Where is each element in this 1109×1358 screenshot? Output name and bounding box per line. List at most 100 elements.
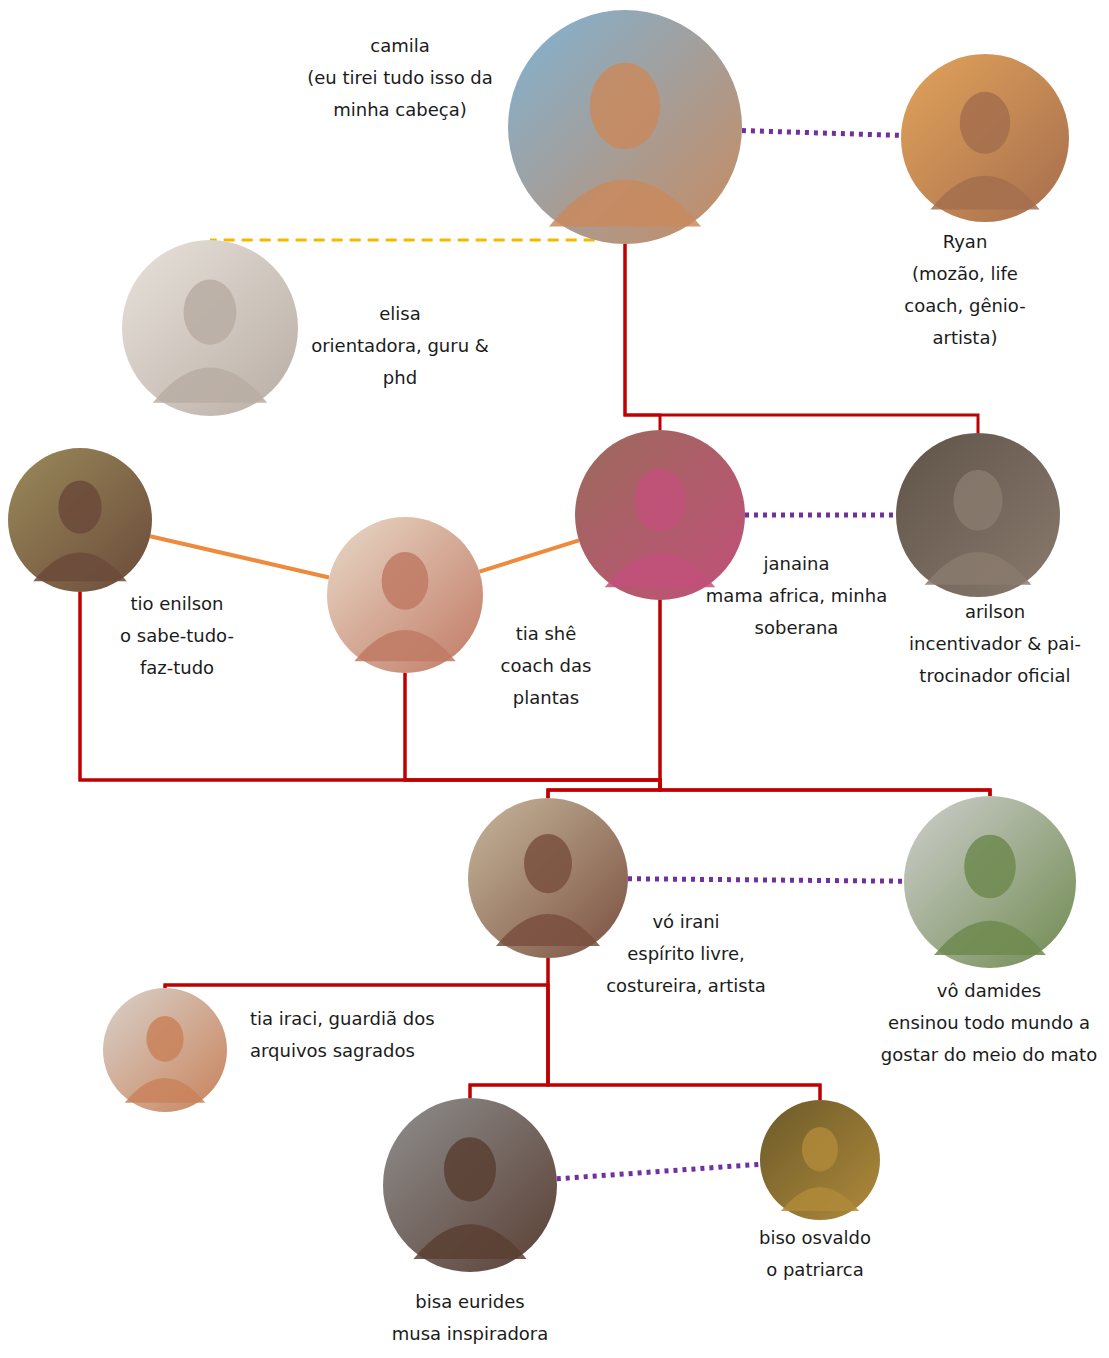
photo bbox=[383, 1098, 557, 1272]
shoulders-shape bbox=[930, 176, 1039, 210]
head-shape bbox=[146, 1016, 183, 1062]
photo-circle bbox=[760, 1100, 880, 1220]
person-description: orientadora, guru & phd bbox=[300, 330, 500, 394]
shoulders-shape bbox=[781, 1187, 859, 1211]
person-name: tia iraci, guardiã dos arquivos sagrados bbox=[250, 1003, 460, 1067]
person-name: biso osvaldo bbox=[715, 1222, 915, 1254]
photo-circle bbox=[904, 796, 1076, 968]
photo bbox=[122, 240, 298, 416]
person-description: ensinou todo mundo a gostar do meio do m… bbox=[878, 1007, 1100, 1071]
photo-circle bbox=[103, 988, 227, 1112]
photo bbox=[103, 988, 227, 1112]
person-description: o sabe-tudo-faz-tudo bbox=[112, 620, 242, 684]
person-node: arilsonincentivador & pai-trocinador ofi… bbox=[896, 433, 1060, 597]
person-name: vó irani bbox=[596, 906, 776, 938]
person-description: (eu tirei tudo isso da minha cabeça) bbox=[290, 62, 510, 126]
person-node: tio enilsono sabe-tudo-faz-tudo bbox=[8, 448, 152, 592]
family-connector bbox=[150, 536, 329, 577]
person-node: Ryan(mozão, life coach, gênio-artista) bbox=[901, 54, 1069, 222]
person-description: (mozão, life coach, gênio-artista) bbox=[880, 258, 1050, 354]
photo-circle bbox=[575, 430, 745, 600]
shoulders-shape bbox=[413, 1224, 526, 1259]
person-label: Ryan(mozão, life coach, gênio-artista) bbox=[880, 226, 1050, 354]
person-label: elisaorientadora, guru & phd bbox=[300, 298, 500, 394]
person-label: vó iraniespírito livre, costureira, arti… bbox=[596, 906, 776, 1002]
person-label: arilsonincentivador & pai-trocinador ofi… bbox=[900, 596, 1090, 692]
head-shape bbox=[960, 92, 1010, 154]
family-connector bbox=[628, 879, 904, 881]
head-shape bbox=[802, 1127, 838, 1171]
head-shape bbox=[382, 552, 429, 610]
photo-circle bbox=[901, 54, 1069, 222]
person-description: incentivador & pai-trocinador oficial bbox=[900, 628, 1090, 692]
head-shape bbox=[590, 63, 660, 150]
person-name: bisa eurides bbox=[350, 1286, 590, 1318]
person-node: biso osvaldoo patriarca bbox=[760, 1100, 880, 1220]
person-node: bisa euridesmusa inspiradora bbox=[383, 1098, 557, 1272]
person-node: tia shêcoach das plantas bbox=[327, 517, 483, 673]
photo-circle bbox=[327, 517, 483, 673]
photo-circle bbox=[122, 240, 298, 416]
head-shape bbox=[184, 280, 237, 345]
person-label: janainamama africa, minha soberana bbox=[704, 548, 889, 644]
person-name: elisa bbox=[300, 298, 500, 330]
person-name: tia shê bbox=[476, 618, 616, 650]
family-connector bbox=[742, 131, 901, 136]
shoulders-shape bbox=[496, 914, 600, 946]
person-name: arilson bbox=[900, 596, 1090, 628]
person-label: tia iraci, guardiã dos arquivos sagrados bbox=[250, 1003, 460, 1067]
person-label: tio enilsono sabe-tudo-faz-tudo bbox=[112, 588, 242, 684]
person-label: tia shêcoach das plantas bbox=[476, 618, 616, 714]
photo-circle bbox=[468, 798, 628, 958]
shoulders-shape bbox=[549, 180, 701, 227]
photo bbox=[901, 54, 1069, 222]
shoulders-shape bbox=[33, 552, 127, 581]
photo bbox=[8, 448, 152, 592]
person-description: coach das plantas bbox=[476, 650, 616, 714]
family-connector bbox=[470, 958, 548, 1098]
person-node: janainamama africa, minha soberana bbox=[575, 430, 745, 600]
person-description: espírito livre, costureira, artista bbox=[596, 938, 776, 1002]
head-shape bbox=[524, 834, 572, 893]
person-label: camila(eu tirei tudo isso da minha cabeç… bbox=[290, 30, 510, 126]
photo bbox=[508, 10, 742, 244]
person-label: bisa euridesmusa inspiradora bbox=[350, 1286, 590, 1350]
photo-circle bbox=[508, 10, 742, 244]
person-name: Ryan bbox=[880, 226, 1050, 258]
head-shape bbox=[444, 1137, 496, 1201]
person-name: janaina bbox=[704, 548, 889, 580]
photo-circle bbox=[383, 1098, 557, 1272]
shoulders-shape bbox=[125, 1078, 206, 1103]
photo-circle bbox=[896, 433, 1060, 597]
shoulders-shape bbox=[354, 630, 455, 661]
person-description: mama africa, minha soberana bbox=[704, 580, 889, 644]
family-connector bbox=[165, 985, 820, 1100]
photo bbox=[760, 1100, 880, 1220]
head-shape bbox=[58, 480, 101, 533]
family-connector bbox=[745, 513, 896, 518]
person-name: tio enilson bbox=[112, 588, 242, 620]
shoulders-shape bbox=[605, 553, 716, 587]
person-description: musa inspiradora bbox=[350, 1318, 590, 1350]
person-name: vô damides bbox=[878, 975, 1100, 1007]
family-connector bbox=[80, 592, 990, 796]
person-node: vô damidesensinou todo mundo a gostar do… bbox=[904, 796, 1076, 968]
photo bbox=[575, 430, 745, 600]
photo bbox=[896, 433, 1060, 597]
head-shape bbox=[953, 470, 1002, 531]
person-node: camila(eu tirei tudo isso da minha cabeç… bbox=[508, 10, 742, 244]
person-label: vô damidesensinou todo mundo a gostar do… bbox=[878, 975, 1100, 1071]
shoulders-shape bbox=[925, 552, 1032, 585]
person-node: tia iraci, guardiã dos arquivos sagrados bbox=[103, 988, 227, 1112]
family-connector bbox=[625, 244, 660, 430]
family-connector bbox=[479, 540, 578, 571]
photo-circle bbox=[8, 448, 152, 592]
photo bbox=[904, 796, 1076, 968]
person-label: biso osvaldoo patriarca bbox=[715, 1222, 915, 1286]
family-connector bbox=[557, 1164, 760, 1179]
person-description: o patriarca bbox=[715, 1254, 915, 1286]
shoulders-shape bbox=[153, 368, 267, 403]
shoulders-shape bbox=[934, 921, 1046, 955]
person-node: vó iraniespírito livre, costureira, arti… bbox=[468, 798, 628, 958]
photo bbox=[327, 517, 483, 673]
